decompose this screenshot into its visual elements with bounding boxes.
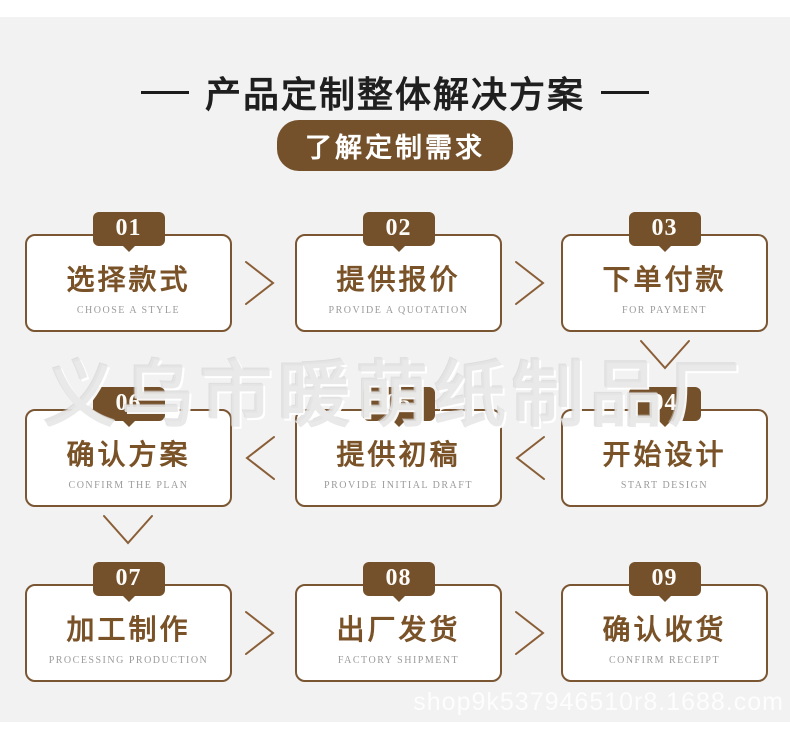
step-title: 选择款式 — [66, 265, 191, 296]
chevron-down-icon — [100, 513, 156, 547]
step-title: 下单付款 — [602, 265, 727, 296]
step-title: 开始设计 — [602, 440, 727, 471]
step-number-badge: 06 — [92, 387, 165, 421]
step-card-06: 06 确认方案 CONFIRM THE PLAN — [25, 387, 232, 507]
step-card-03: 03 下单付款 FOR PAYMENT — [561, 212, 768, 332]
chevron-right-icon — [243, 259, 277, 307]
step-title: 加工制作 — [66, 615, 191, 646]
title-right-rule — [601, 90, 649, 94]
step-subtitle: START DESIGN — [620, 480, 709, 491]
step-number-badge: 09 — [628, 562, 701, 596]
step-title: 出厂发货 — [336, 615, 461, 646]
step-subtitle: CONFIRM THE PLAN — [68, 480, 189, 491]
page-title-row: 产品定制整体解决方案 — [0, 66, 790, 118]
step-subtitle: PROVIDE A QUOTATION — [328, 305, 469, 316]
banner-understand-needs: 了解定制需求 — [277, 120, 513, 171]
step-title: 确认收货 — [602, 615, 727, 646]
step-subtitle: CHOOSE A STYLE — [76, 305, 181, 316]
step-subtitle: CONFIRM RECEIPT — [608, 655, 721, 666]
chevron-right-icon — [513, 609, 547, 657]
step-title: 确认方案 — [66, 440, 191, 471]
step-subtitle: FOR PAYMENT — [622, 305, 707, 316]
step-card-07: 07 加工制作 PROCESSING PRODUCTION — [25, 562, 232, 682]
step-card-body: 加工制作 PROCESSING PRODUCTION — [25, 584, 232, 682]
step-card-01: 01 选择款式 CHOOSE A STYLE — [25, 212, 232, 332]
step-card-02: 02 提供报价 PROVIDE A QUOTATION — [295, 212, 502, 332]
step-number-badge: 07 — [92, 562, 165, 596]
chevron-right-icon — [513, 259, 547, 307]
chevron-down-icon — [637, 338, 693, 372]
step-card-body: 出厂发货 FACTORY SHIPMENT — [295, 584, 502, 682]
step-number-badge: 05 — [362, 387, 435, 421]
chevron-right-icon — [243, 609, 277, 657]
step-number-badge: 08 — [362, 562, 435, 596]
step-title: 提供报价 — [336, 265, 461, 296]
step-subtitle: PROCESSING PRODUCTION — [48, 655, 209, 666]
step-number-badge: 02 — [362, 212, 435, 246]
step-card-04: 04 开始设计 START DESIGN — [561, 387, 768, 507]
title-left-rule — [140, 90, 189, 94]
step-subtitle: FACTORY SHIPMENT — [337, 655, 460, 666]
step-card-05: 05 提供初稿 PROVIDE INITIAL DRAFT — [295, 387, 502, 507]
chevron-left-icon — [243, 434, 277, 482]
step-number-badge: 04 — [628, 387, 701, 421]
step-card-08: 08 出厂发货 FACTORY SHIPMENT — [295, 562, 502, 682]
step-number-badge: 03 — [628, 212, 701, 246]
chevron-left-icon — [513, 434, 547, 482]
page-title: 产品定制整体解决方案 — [204, 75, 585, 115]
step-subtitle: PROVIDE INITIAL DRAFT — [324, 480, 473, 491]
step-card-09: 09 确认收货 CONFIRM RECEIPT — [561, 562, 768, 682]
step-card-body: 开始设计 START DESIGN — [561, 409, 768, 507]
step-number-badge: 01 — [92, 212, 165, 246]
step-title: 提供初稿 — [336, 440, 461, 471]
